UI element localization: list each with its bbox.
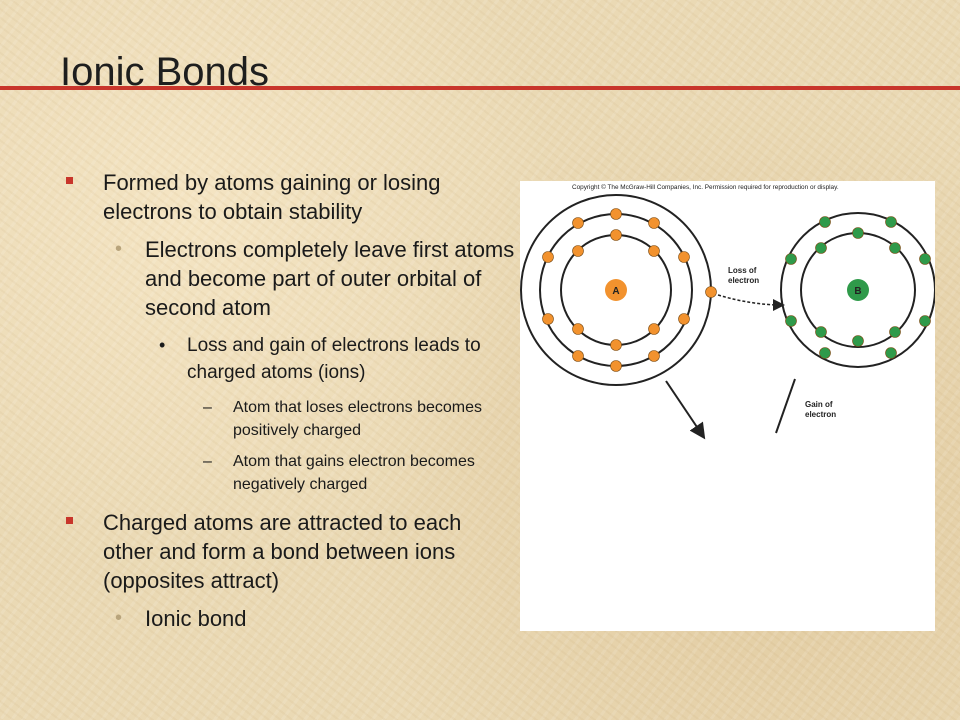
electron-a <box>648 245 660 257</box>
atom-a-nucleus <box>605 279 627 301</box>
dash-bullet-icon: – <box>203 453 212 470</box>
atom-b-nucleus <box>847 279 869 301</box>
bullet-item: – Atom that loses electrons becomes posi… <box>66 396 516 442</box>
dot-bullet-icon: • <box>115 607 123 629</box>
dot-bullet-icon: • <box>159 335 166 355</box>
electron-a <box>572 245 584 257</box>
electron-a <box>610 229 622 241</box>
transfer-arrow-icon <box>717 294 785 311</box>
electron-a <box>572 217 584 229</box>
down-arrow-right-icon <box>775 378 796 434</box>
atom-b-outer-shell <box>780 212 935 368</box>
gain-label-line2: electron <box>805 410 836 419</box>
electron-a <box>610 339 622 351</box>
electron-b <box>819 347 831 359</box>
loss-label-line1: Loss of <box>728 266 757 275</box>
ionic-bond-figure: Copyright © The McGraw-Hill Companies, I… <box>520 181 935 631</box>
bullet-text: Formed by atoms gaining or losing electr… <box>103 170 441 224</box>
electron-b <box>815 242 827 254</box>
electron-b <box>852 335 864 347</box>
bullet-item: Charged atoms are attracted to each othe… <box>66 508 516 595</box>
electron-a <box>610 208 622 220</box>
dot-bullet-icon: • <box>115 238 123 260</box>
atom-a-electrons <box>542 208 717 372</box>
electron-b <box>919 253 931 265</box>
bullet-item: – Atom that gains electron becomes negat… <box>66 450 516 496</box>
electron-a <box>705 286 717 298</box>
electron-b <box>852 227 864 239</box>
bullet-text: Electrons completely leave first atoms a… <box>145 237 515 320</box>
copyright-text: Copyright © The McGraw-Hill Companies, I… <box>572 183 839 191</box>
atom-a: A <box>520 194 717 386</box>
bullet-text: Atom that gains electron becomes negativ… <box>233 453 475 493</box>
electron-b <box>815 326 827 338</box>
bullet-text: Ionic bond <box>145 606 247 631</box>
bullet-text: Loss and gain of electrons leads to char… <box>187 335 481 383</box>
atom-b-label: B <box>854 286 861 297</box>
electron-a <box>648 350 660 362</box>
electron-b <box>819 216 831 228</box>
electron-a <box>542 313 554 325</box>
square-bullet-icon <box>66 517 73 524</box>
electron-a <box>678 313 690 325</box>
electron-b <box>919 315 931 327</box>
bullet-item: Formed by atoms gaining or losing electr… <box>66 168 516 226</box>
title-rule <box>0 86 960 90</box>
electron-a <box>648 217 660 229</box>
electron-a <box>572 323 584 335</box>
bullet-item: • Electrons completely leave first atoms… <box>66 235 516 322</box>
slide-title: Ionic Bonds <box>60 50 270 94</box>
bullet-list: Formed by atoms gaining or losing electr… <box>66 168 516 643</box>
atom-diagram: Copyright © The McGraw-Hill Companies, I… <box>520 183 935 440</box>
bullet-item: • Loss and gain of electrons leads to ch… <box>66 332 516 386</box>
electron-b <box>785 253 797 265</box>
electron-b <box>885 216 897 228</box>
electron-a <box>542 251 554 263</box>
electron-b <box>889 326 901 338</box>
electron-a <box>572 350 584 362</box>
electron-a <box>678 251 690 263</box>
bullet-text: Atom that loses electrons becomes positi… <box>233 399 483 439</box>
electron-a <box>648 323 660 335</box>
electron-a <box>610 360 622 372</box>
down-arrow-left-icon <box>665 380 706 440</box>
dash-bullet-icon: – <box>203 399 212 416</box>
bullet-item: • Ionic bond <box>66 604 516 633</box>
atom-b-electrons <box>785 216 931 359</box>
atom-a-label: A <box>612 286 619 297</box>
bullet-text: Charged atoms are attracted to each othe… <box>103 510 462 593</box>
electron-b <box>785 315 797 327</box>
gain-label-line1: Gain of <box>805 400 833 409</box>
atom-b: B <box>780 212 935 368</box>
electron-b <box>885 347 897 359</box>
electron-b <box>889 242 901 254</box>
square-bullet-icon <box>66 177 73 184</box>
loss-label-line2: electron <box>728 276 759 285</box>
